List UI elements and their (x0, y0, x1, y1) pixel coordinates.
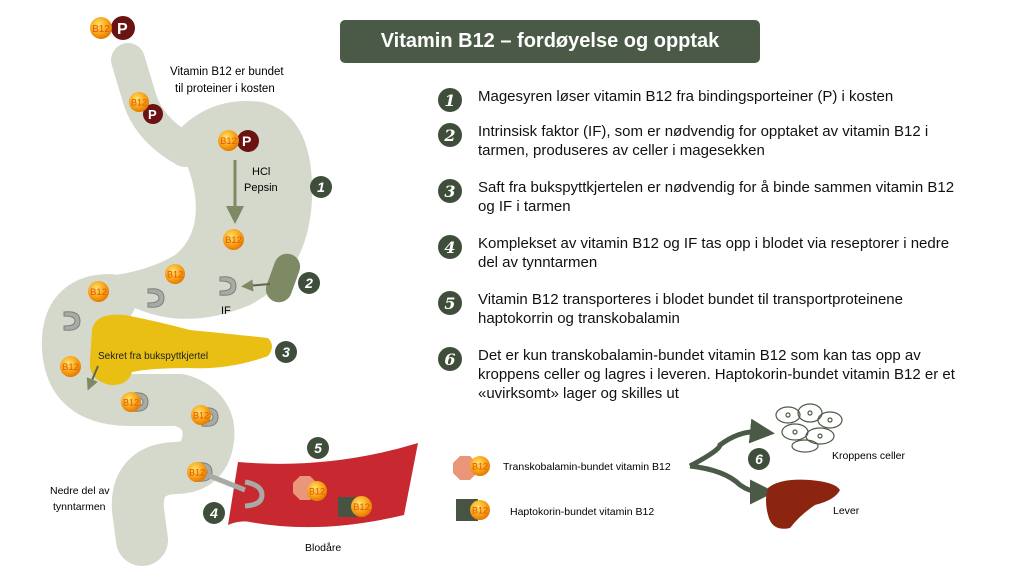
liver-icon (766, 479, 840, 529)
diagram-badges (203, 176, 770, 524)
step-item: 2 Intrinsisk faktor (IF), som er nødvend… (438, 122, 958, 160)
protein-balls (111, 16, 259, 152)
pepsin-label: Pepsin (244, 182, 278, 194)
body-cells-label: Kroppens celler (832, 450, 905, 462)
lower-intestine-label-2: tynntarmen (53, 501, 106, 513)
step-text: Magesyren løser vitamin B12 fra bindings… (478, 88, 894, 105)
page-title: Vitamin B12 – fordøyelse og opptak (340, 20, 760, 63)
stomach (94, 101, 313, 319)
p-label: P (242, 133, 251, 149)
hcl-label: HCl (252, 166, 270, 178)
badge-3: 3 (282, 344, 290, 360)
step-item: 5 Vitamin B12 transporteres i blodet bun… (438, 290, 958, 328)
p-label: P (148, 107, 157, 122)
badge-5: 5 (314, 440, 322, 456)
step-text: Saft fra bukspyttkjertelen er nødvendig … (478, 179, 955, 215)
body-cells-icon (775, 403, 843, 453)
pancreas-arrow (86, 365, 99, 391)
step-item: 6 Det er kun transkobalamin-bundet vitam… (438, 346, 958, 403)
if-producing-cell (265, 253, 301, 303)
legend-transcobalamin-label: Transkobalamin-bundet vitamin B12 (503, 461, 671, 473)
step-number-badge: 5 (438, 291, 462, 315)
step-text: Intrinsisk faktor (IF), som er nødvendig… (478, 123, 929, 159)
bound-label-1: Vitamin B12 er bundet (170, 66, 284, 78)
liver-label: Lever (833, 505, 860, 517)
blood-vessel-label: Blodåre (305, 542, 341, 554)
step-text: Det er kun transkobalamin-bundet vitamin… (478, 347, 955, 402)
step-item: 1 Magesyren løser vitamin B12 fra bindin… (438, 87, 958, 112)
step-number-badge: 6 (438, 347, 462, 371)
pancreas-label: Sekret fra bukspyttkjertel (98, 351, 208, 362)
pancreas (89, 314, 272, 386)
badge-4: 4 (209, 505, 218, 521)
arrow-to-cells (688, 418, 775, 469)
badge-1: 1 (317, 179, 325, 195)
badge-2: 2 (304, 275, 313, 291)
step-number-badge: 4 (438, 235, 462, 259)
step-text: Komplekset av vitamin B12 og IF tas opp … (478, 235, 950, 271)
step-text: Vitamin B12 transporteres i blodet bunde… (478, 291, 903, 327)
step-item: 4 Komplekset av vitamin B12 og IF tas op… (438, 234, 958, 272)
receptor (209, 473, 265, 509)
badge-6: 6 (755, 451, 763, 467)
arrow-to-liver (689, 463, 775, 505)
step-item: 3 Saft fra bukspyttkjertelen er nødvendi… (438, 178, 958, 216)
if-label: IF (221, 305, 231, 317)
step-number-badge: 3 (438, 179, 462, 203)
p-label: P (117, 21, 128, 38)
if-arrow (241, 279, 271, 292)
step-number-badge: 2 (438, 123, 462, 147)
lower-intestine-label-1: Nedre del av (50, 485, 110, 497)
bound-label-2: til proteiner i kosten (175, 83, 275, 95)
step-number-badge: 1 (438, 88, 462, 112)
legend-haptocorrin-label: Haptokorin-bundet vitamin B12 (510, 506, 654, 518)
